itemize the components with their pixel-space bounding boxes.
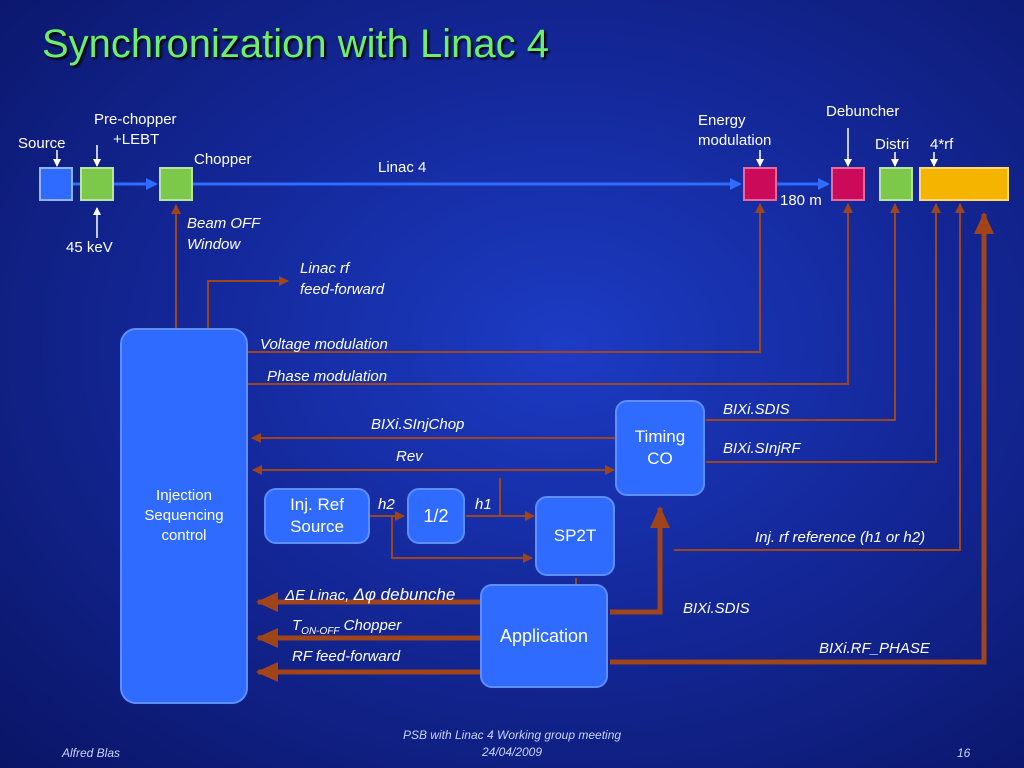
lebt-label: +LEBT xyxy=(113,131,160,148)
page-title: Synchronization with Linac 4 xyxy=(42,22,549,66)
rev-label: Rev xyxy=(396,448,423,465)
modulation-label: modulation xyxy=(698,132,772,149)
timing-co-box: Timing CO xyxy=(615,400,705,496)
footer-meeting: PSB with Linac 4 Working group meeting xyxy=(402,728,622,742)
sinjrf-label: BIXi.SInjRF xyxy=(723,440,801,457)
window-label: Window xyxy=(187,236,241,253)
thick-signal-lines xyxy=(256,212,994,682)
energy-modulation-block xyxy=(743,167,777,201)
voltage-modulation-label: Voltage modulation xyxy=(260,336,388,353)
chopper-block xyxy=(159,167,193,201)
debuncher-block xyxy=(831,167,865,201)
phase-modulation-label: Phase modulation xyxy=(267,368,388,385)
inj-ref-source-box: Inj. Ref Source xyxy=(264,488,370,544)
footer-page-number: 16 xyxy=(957,746,971,760)
pre-chopper-label: Pre-chopper xyxy=(94,111,177,128)
sdis-bottom-label: BIXi.SDIS xyxy=(683,600,750,617)
sinjchop-label: BIXi.SInjChop xyxy=(371,416,465,433)
rf-phase-label: BIXi.RF_PHASE xyxy=(819,640,930,657)
inj-rf-reference-label: Inj. rf reference (h1 or h2) xyxy=(755,529,926,546)
distri-block xyxy=(879,167,913,201)
four-rf-label: 4*rf xyxy=(930,136,954,153)
footer-date: 24/04/2009 xyxy=(481,745,543,759)
sp2t-box: SP2T xyxy=(535,496,615,576)
debuncher-label: Debuncher xyxy=(826,103,900,120)
four-rf-block xyxy=(919,167,1009,201)
h1-label: h1 xyxy=(475,496,492,513)
feed-forward-label: feed-forward xyxy=(300,281,385,298)
t-on-off-label: TON-OFF Chopper xyxy=(292,617,402,637)
sdis-top-label: BIXi.SDIS xyxy=(723,401,790,418)
h2-label: h2 xyxy=(378,496,395,513)
injection-sequencing-box: Injection Sequencing control xyxy=(120,328,248,704)
distri-label: Distri xyxy=(875,136,910,153)
beam-off-label: Beam OFF xyxy=(187,215,261,232)
pre-chopper-block xyxy=(80,167,114,201)
kev-label: 45 keV xyxy=(66,239,113,256)
source-label: Source xyxy=(18,135,66,152)
energy-label: Energy xyxy=(698,112,746,129)
half-divider-box: 1/2 xyxy=(407,488,465,544)
delta-e-label: ΔE Linac, Δφ debunche xyxy=(285,585,456,604)
footer-author: Alfred Blas xyxy=(62,746,121,760)
source-block xyxy=(39,167,73,201)
pointer-arrows xyxy=(53,128,938,238)
chopper-label: Chopper xyxy=(194,151,252,168)
distance-label: 180 m xyxy=(780,192,822,209)
application-box: Application xyxy=(480,584,608,688)
rf-feed-forward-label: RF feed-forward xyxy=(292,648,401,665)
linac-rf-label: Linac rf xyxy=(300,260,350,277)
linac4-label: Linac 4 xyxy=(378,159,427,176)
signal-lines xyxy=(171,203,965,590)
